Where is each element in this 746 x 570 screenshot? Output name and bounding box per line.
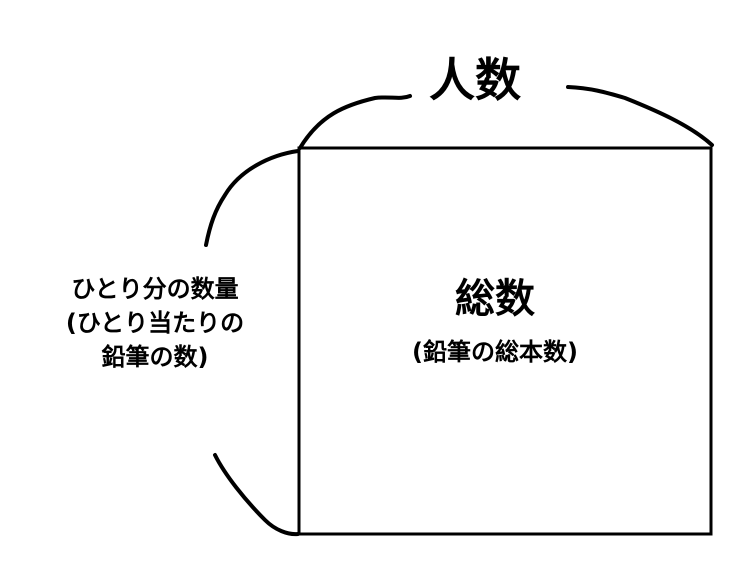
total-sublabel: (鉛筆の総本数) <box>412 338 578 366</box>
total-rectangle <box>297 146 713 536</box>
per-person-label-line-3: 鉛筆の数) <box>101 343 209 371</box>
top-brace-right <box>566 85 714 147</box>
total-label: 総数 <box>455 276 535 322</box>
people-count-label: 人数 <box>429 53 521 107</box>
top-brace-left <box>298 94 412 150</box>
per-person-label: ひとり分の数量 (ひとり当たりの 鉛筆の数) <box>20 272 290 374</box>
per-person-label-line-2: (ひとり当たりの <box>65 309 245 337</box>
side-brace-lower <box>213 453 300 537</box>
per-person-label-line-1: ひとり分の数量 <box>71 275 239 303</box>
side-brace-upper <box>204 149 300 247</box>
